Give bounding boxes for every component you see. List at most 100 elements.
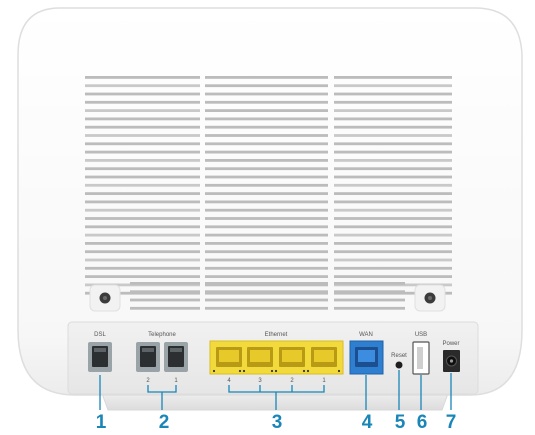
dsl-label: DSL bbox=[94, 332, 106, 338]
vent-slot bbox=[205, 290, 328, 294]
vent-grille bbox=[85, 76, 452, 310]
vent-slot bbox=[334, 282, 405, 285]
vent-slot bbox=[85, 100, 200, 104]
vent-slot bbox=[334, 183, 452, 187]
vent-slot bbox=[85, 167, 200, 171]
vent-slot bbox=[205, 266, 328, 270]
vent-slot bbox=[334, 233, 452, 237]
vent-slot bbox=[334, 275, 452, 278]
vent-slot bbox=[205, 233, 328, 237]
vent-slot bbox=[205, 100, 328, 104]
vent-slot bbox=[85, 159, 200, 162]
vent-slot bbox=[334, 266, 452, 270]
vent-slot bbox=[334, 117, 452, 121]
vent-slot bbox=[334, 250, 452, 254]
vent-slot bbox=[205, 142, 328, 146]
vent-slot bbox=[85, 92, 200, 96]
vent-slot bbox=[334, 167, 452, 171]
vent-slot bbox=[334, 192, 452, 195]
vent-slot bbox=[205, 275, 328, 278]
vent-slot bbox=[85, 225, 200, 229]
vent-slot bbox=[85, 134, 200, 137]
vent-slot bbox=[85, 76, 200, 79]
vent-slot bbox=[205, 217, 328, 220]
vent-slot bbox=[85, 250, 200, 254]
callout-reset: 5 bbox=[395, 412, 406, 433]
telephone-port-number: 1 bbox=[174, 378, 178, 384]
ethernet-port-1[interactable] bbox=[311, 347, 337, 367]
vent-slot bbox=[205, 242, 328, 245]
vent-slot bbox=[334, 92, 452, 96]
vent-slot bbox=[85, 283, 200, 287]
ethernet-port-3[interactable] bbox=[247, 347, 273, 367]
vent-slot bbox=[205, 84, 328, 88]
vent-slot bbox=[205, 134, 328, 137]
vent-slot bbox=[85, 117, 200, 121]
callout-dsl: 1 bbox=[96, 412, 107, 433]
vent-slot bbox=[205, 192, 328, 195]
vent-slot bbox=[85, 200, 200, 204]
vent-slot bbox=[334, 258, 452, 262]
ethernet-label: Ethernet bbox=[265, 332, 288, 338]
vent-slot bbox=[205, 150, 328, 154]
vent-slot bbox=[85, 183, 200, 187]
vent-slot bbox=[334, 142, 452, 146]
ethernet-port-4[interactable] bbox=[216, 347, 242, 367]
vent-slot bbox=[205, 200, 328, 204]
vent-slot bbox=[334, 125, 452, 129]
right-screw-icon bbox=[414, 284, 446, 312]
ethernet-port-number: 1 bbox=[322, 378, 326, 384]
ethernet-port-number: 3 bbox=[258, 378, 262, 384]
vent-slot bbox=[334, 84, 452, 88]
callout-ethernet: 3 bbox=[272, 412, 283, 433]
callout-usb: 6 bbox=[417, 412, 428, 433]
vent-slot bbox=[85, 217, 200, 220]
wan-port[interactable] bbox=[349, 340, 384, 375]
vent-slot bbox=[205, 167, 328, 171]
vent-slot bbox=[334, 242, 452, 245]
telephone-port-1[interactable] bbox=[164, 342, 188, 372]
reset-label: Reset bbox=[391, 353, 407, 359]
vent-slot bbox=[334, 134, 452, 137]
vent-slot bbox=[205, 282, 328, 285]
callout-leaders bbox=[99, 370, 452, 410]
vent-slot bbox=[334, 306, 405, 310]
vent-slot bbox=[334, 291, 452, 295]
ethernet-port-2[interactable] bbox=[279, 347, 305, 367]
vent-slot bbox=[334, 298, 405, 302]
vent-slot bbox=[334, 109, 452, 112]
power-jack[interactable] bbox=[443, 350, 460, 372]
vent-slot bbox=[85, 258, 200, 262]
telephone-port-2[interactable] bbox=[136, 342, 160, 372]
vent-slot bbox=[205, 92, 328, 96]
vent-slot bbox=[334, 200, 452, 204]
callout-telephone: 2 bbox=[159, 412, 170, 433]
callout-power: 7 bbox=[446, 412, 457, 433]
usb-port[interactable] bbox=[412, 341, 430, 375]
vent-slot bbox=[205, 208, 328, 212]
dsl-port[interactable] bbox=[88, 342, 112, 372]
vent-slot bbox=[334, 175, 452, 179]
vent-slot bbox=[85, 291, 200, 295]
vent-slot bbox=[334, 76, 452, 79]
ethernet-port-number: 2 bbox=[290, 378, 294, 384]
vent-slot bbox=[205, 159, 328, 162]
vent-slot bbox=[85, 266, 200, 270]
vent-slot bbox=[205, 291, 328, 295]
vent-slot bbox=[205, 109, 328, 112]
vent-slot bbox=[205, 183, 328, 187]
vent-slot bbox=[85, 109, 200, 112]
vent-slot bbox=[85, 233, 200, 237]
reset-button[interactable] bbox=[395, 361, 403, 369]
vent-slot bbox=[130, 298, 200, 302]
vent-slot bbox=[85, 84, 200, 88]
vent-slot bbox=[205, 306, 328, 310]
vent-slot bbox=[205, 125, 328, 129]
vent-slot bbox=[130, 282, 200, 285]
wan-label: WAN bbox=[359, 332, 373, 338]
vent-slot bbox=[205, 298, 328, 302]
vent-slot bbox=[85, 242, 200, 245]
telephone-port-number: 2 bbox=[146, 378, 150, 384]
vent-slot bbox=[85, 175, 200, 179]
